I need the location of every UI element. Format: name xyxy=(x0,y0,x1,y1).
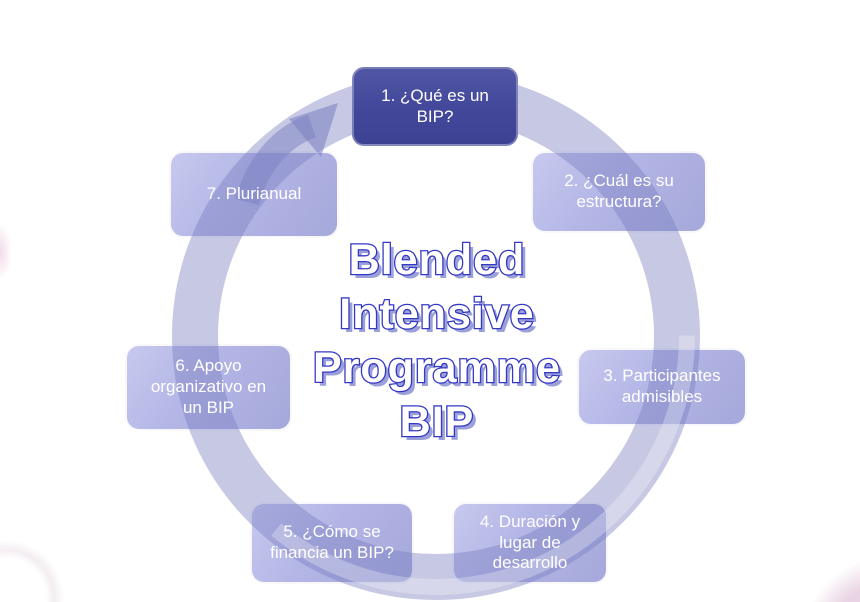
step-box-4: 4. Duración y lugar de desarrollo xyxy=(452,502,608,584)
step-label-7: 7. Plurianual xyxy=(206,184,302,204)
step-box-6: 6. Apoyo organizativo en un BIP xyxy=(125,344,292,431)
step-box-5: 5. ¿Cómo se financia un BIP? xyxy=(250,502,414,584)
step-label-3: 3. Participantes admisibles xyxy=(603,366,721,406)
step-label-2: 2. ¿Cuál es su estructura? xyxy=(564,171,674,211)
step-box-3: 3. Participantes admisibles xyxy=(577,348,747,426)
title-line-3: Programme xyxy=(313,344,561,392)
title-line-2: Intensive xyxy=(339,290,534,338)
title-shadow-line-4: BIP xyxy=(404,402,479,450)
step-label-1: 1. ¿Qué es un BIP? xyxy=(381,85,489,126)
step-label-5: 5. ¿Cómo se financia un BIP? xyxy=(270,522,394,562)
step-label-6: 6. Apoyo organizativo en un BIP xyxy=(150,356,267,417)
step-box-2: 2. ¿Cuál es su estructura? xyxy=(531,151,707,233)
step-box-7: 7. Plurianual xyxy=(169,151,339,238)
arrow-head-icon xyxy=(289,103,338,157)
step-label-4: 4. Duración y lugar de desarrollo xyxy=(479,511,581,573)
title-line-1: Blended xyxy=(349,236,526,284)
title-shadow-line-1: Blended xyxy=(353,240,530,288)
title-shadow-line-3: Programme xyxy=(317,348,565,396)
title-shadow-line-2: Intensive xyxy=(343,294,538,342)
title-line-4: BIP xyxy=(400,398,475,446)
step-box-1: 1. ¿Qué es un BIP? xyxy=(352,67,518,146)
